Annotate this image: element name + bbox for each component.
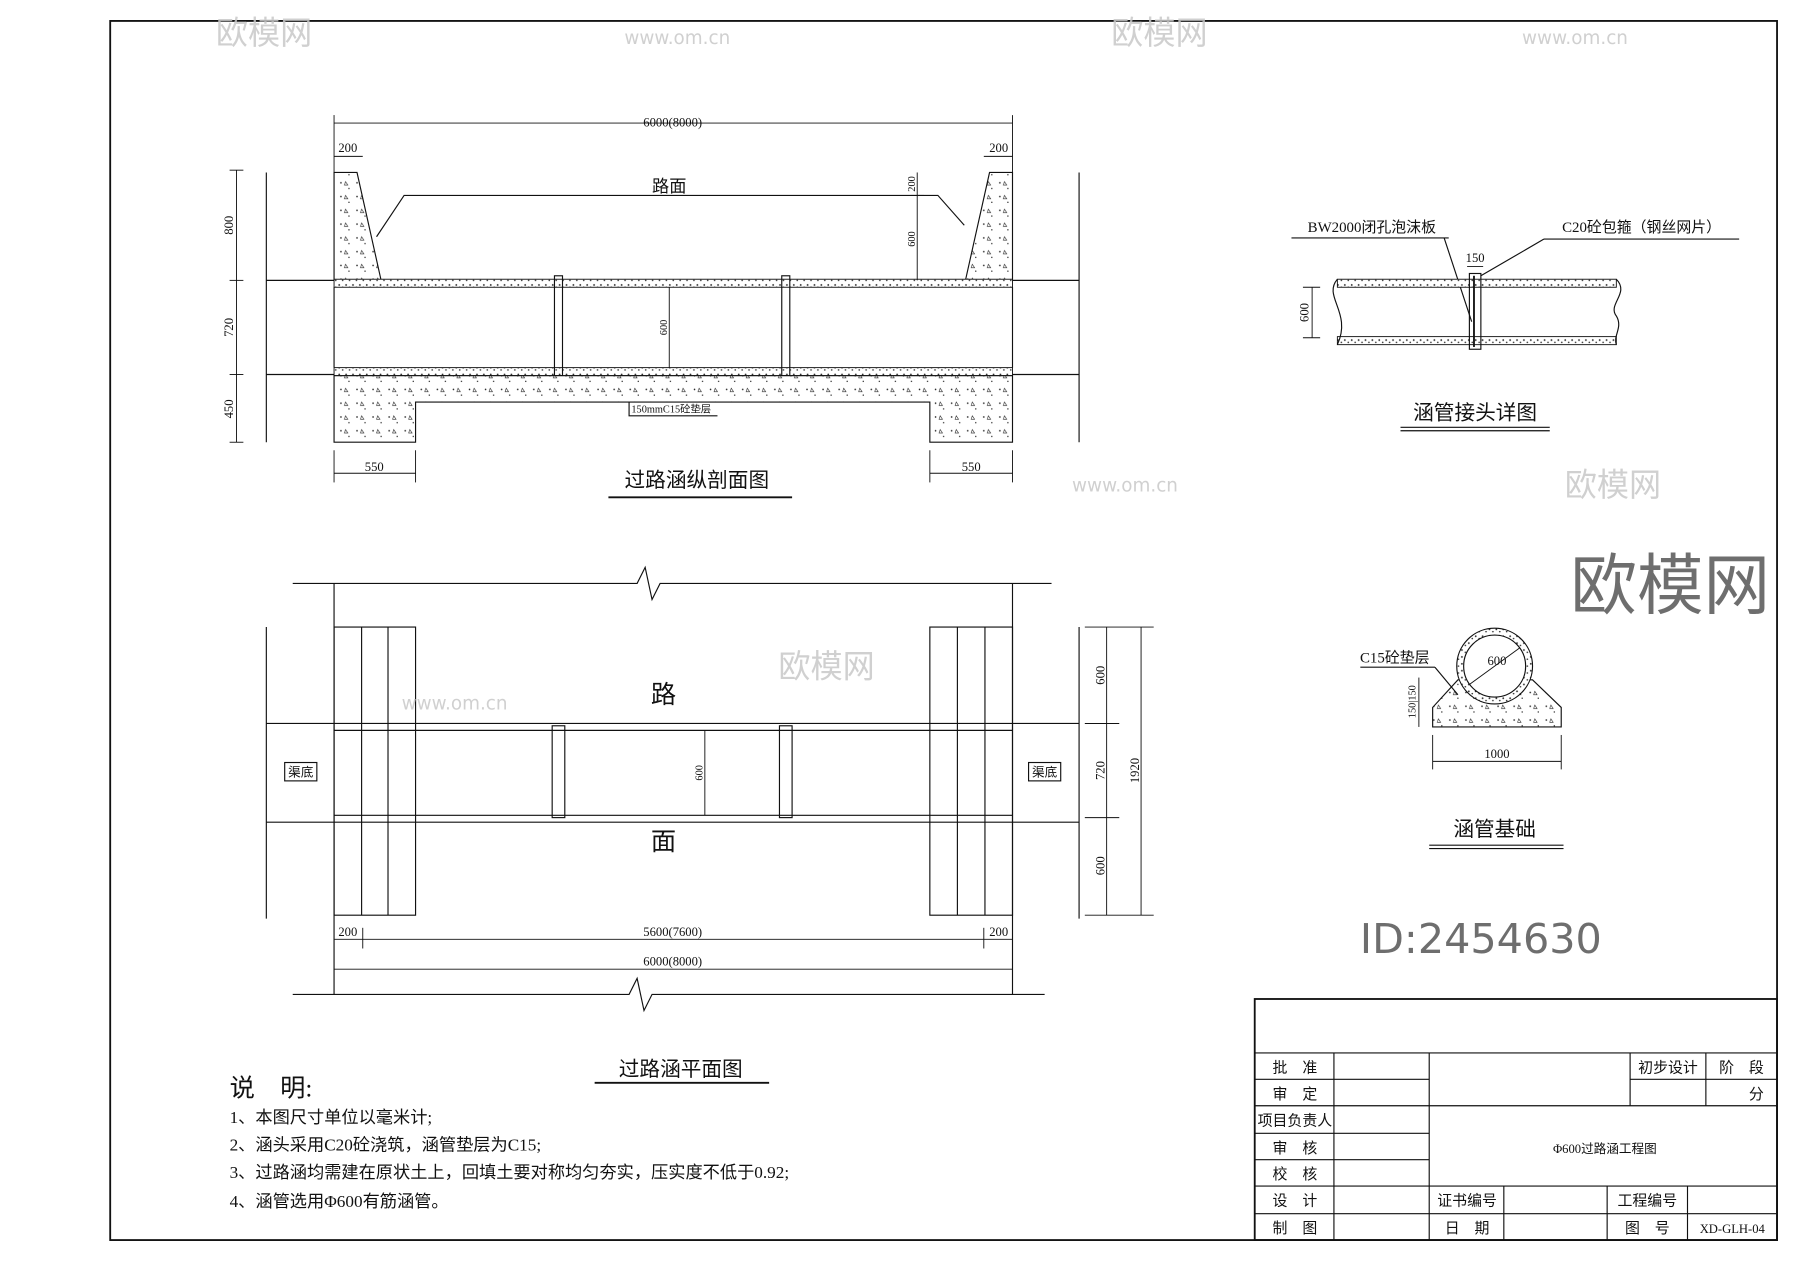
plan-road-char-2: 面 <box>651 828 676 856</box>
pipe-joint-detail: BW2000闭孔泡沫板 C20砼包箍（钢丝网片） 150 600 涵管接头详图 <box>1291 218 1740 432</box>
plan-pipe-joint <box>551 725 566 819</box>
tb-drawing-title: Φ600过路涵工程图 <box>1553 1141 1657 1156</box>
collar <box>1468 272 1482 350</box>
tb-part-label: 分 <box>1749 1086 1764 1103</box>
title-block: 批 准 审 定 项目负责人 审 核 校 核 设 计 制 图 初步设计 阶 段 分… <box>1253 998 1778 1241</box>
dim-pipe: 600 <box>659 320 670 335</box>
tb-cert-label: 证书编号 <box>1437 1193 1497 1210</box>
dim-foot-right: 550 <box>962 460 981 474</box>
plan-pipe-joint <box>778 725 793 819</box>
tb-project-lead: 项目负责人 <box>1258 1112 1333 1129</box>
plan-headwall-right <box>929 626 1014 916</box>
tb-drawing-no: XD-GLH-04 <box>1700 1222 1766 1236</box>
watermark-logo: 欧模网 <box>1111 14 1207 52</box>
bedding-label: 150mmC15砼垫层 <box>631 402 711 415</box>
watermark-url: www.om.cn <box>402 694 508 715</box>
pipe-foundation-detail: 600 C15砼垫层 150|150 1000 涵管基础 <box>1360 627 1564 850</box>
dim-height-720: 720 <box>222 318 236 337</box>
pipe-top-wall <box>333 278 1013 288</box>
headwall-right <box>964 171 1014 281</box>
plan-headwall-left <box>333 626 417 916</box>
note-item: 1、本图尺寸单位以毫米计; <box>230 1108 433 1127</box>
plan-dim-r1: 600 <box>1093 666 1107 685</box>
tb-audit: 审 核 <box>1273 1140 1318 1157</box>
dim-foot-left: 550 <box>365 460 384 474</box>
dim-pipe-dia: 600 <box>1298 303 1312 322</box>
channel-bed-left: 渠底 <box>288 764 314 779</box>
notes: 说 明: 1、本图尺寸单位以毫米计; 2、涵头采用C20砼浇筑，涵管垫层为C15… <box>230 1075 790 1211</box>
base-dim-width: 1000 <box>1484 747 1509 761</box>
watermark-id: ID:2454630 <box>1360 915 1602 963</box>
dim-height-800: 800 <box>222 216 236 235</box>
pipe-bottom-wall <box>333 367 1013 377</box>
collar-label: C20砼包箍（钢丝网片） <box>1562 219 1721 236</box>
plan-view: 600 路 面 渠底 渠底 600 720 600 1920 200 5600(… <box>265 565 1154 1084</box>
dim-total: 6000(8000) <box>643 116 702 130</box>
dim-wall-right: 200 <box>989 141 1008 155</box>
tb-design: 设 计 <box>1273 1193 1318 1210</box>
tb-review-final: 审 定 <box>1273 1086 1318 1103</box>
watermark-url: www.om.cn <box>1522 28 1628 49</box>
watermark-logo: 欧模网 <box>778 648 874 686</box>
tb-project-no-label: 工程编号 <box>1618 1193 1678 1210</box>
dim-collar: 150 <box>1466 251 1485 265</box>
note-item: 2、涵头采用C20砼浇筑，涵管垫层为C15; <box>230 1136 542 1155</box>
tb-draft: 制 图 <box>1273 1220 1318 1237</box>
channel-bed-right: 渠底 <box>1032 764 1058 779</box>
tb-approve: 批 准 <box>1273 1059 1318 1076</box>
pipe-joint <box>781 275 791 377</box>
note-item: 3、过路涵均需建在原状土上，回填土要对称均匀夯实，压实度不低于0.92; <box>230 1163 790 1182</box>
note-item: 4、涵管选用Φ600有筋涵管。 <box>230 1192 449 1211</box>
plan-dim-pipe: 600 <box>695 765 706 781</box>
watermark-url: www.om.cn <box>1072 476 1178 497</box>
watermark-url: www.om.cn <box>624 28 730 49</box>
notes-heading: 说 明: <box>230 1075 313 1103</box>
watermark-logo: 欧模网 <box>1565 466 1661 504</box>
plan-road-char-1: 路 <box>651 681 676 709</box>
foam-board-label: BW2000闭孔泡沫板 <box>1308 218 1436 236</box>
dim-height-450: 450 <box>222 399 236 418</box>
tb-stage-value: 初步设计 <box>1638 1059 1698 1076</box>
longitudinal-section: 6000(8000) 200 200 路面 600 150mmC15砼垫层 80… <box>222 115 1080 499</box>
plan-dim-r2: 720 <box>1093 761 1107 780</box>
pipe-joint <box>553 275 564 377</box>
watermark: 欧模网 ID:2454630 www.om.cn www.om.cn www.o… <box>216 14 1770 963</box>
plan-dim-r3: 600 <box>1093 856 1107 875</box>
watermark-logo: 欧模网 <box>1570 547 1770 625</box>
dim-right-200: 200 <box>907 176 918 192</box>
section-title: 过路涵纵剖面图 <box>625 469 770 492</box>
base-dim-h: 150|150 <box>1407 685 1418 718</box>
tb-check: 校 核 <box>1273 1166 1318 1183</box>
sheet-border <box>109 20 1778 1241</box>
dim-right-600: 600 <box>907 231 918 247</box>
pipe-base-title: 涵管基础 <box>1453 818 1536 841</box>
dim-wall-left: 200 <box>338 141 357 155</box>
base-dim-dia: 600 <box>1487 654 1506 668</box>
plan-dim-total: 6000(8000) <box>643 955 702 969</box>
watermark-logo: 欧模网 <box>216 14 312 52</box>
road-surface-label: 路面 <box>652 177 686 196</box>
plan-title: 过路涵平面图 <box>619 1058 743 1081</box>
tb-date-label: 日 期 <box>1445 1220 1490 1237</box>
bedding-c15-label: C15砼垫层 <box>1360 650 1430 667</box>
tb-stage-label: 阶 段 <box>1719 1059 1764 1076</box>
plan-dim-b-right: 200 <box>989 925 1008 939</box>
foundation <box>333 375 1014 443</box>
plan-dim-b-mid: 5600(7600) <box>643 925 702 939</box>
tb-drawing-no-label: 图 号 <box>1625 1221 1670 1237</box>
joint-detail-title: 涵管接头详图 <box>1413 401 1537 424</box>
headwall-left <box>333 171 382 281</box>
plan-dim-b-left: 200 <box>338 925 357 939</box>
plan-dim-total-h: 1920 <box>1128 758 1142 783</box>
